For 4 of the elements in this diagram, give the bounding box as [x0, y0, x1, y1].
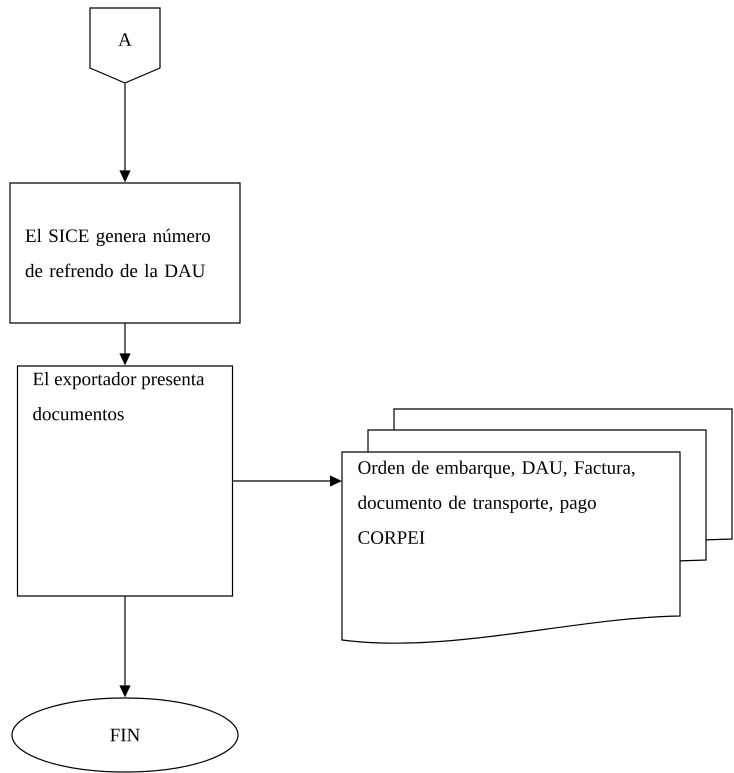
off-page-connector: A — [89, 7, 161, 84]
document-stack: Orden de embarque, DAU, Factura, documento de transporte, pago CORPEI — [341, 408, 733, 644]
process-box: El exportador presenta documentos — [16, 365, 234, 597]
process-box: El SICE genera número de refrendo de la DAU — [9, 182, 241, 324]
